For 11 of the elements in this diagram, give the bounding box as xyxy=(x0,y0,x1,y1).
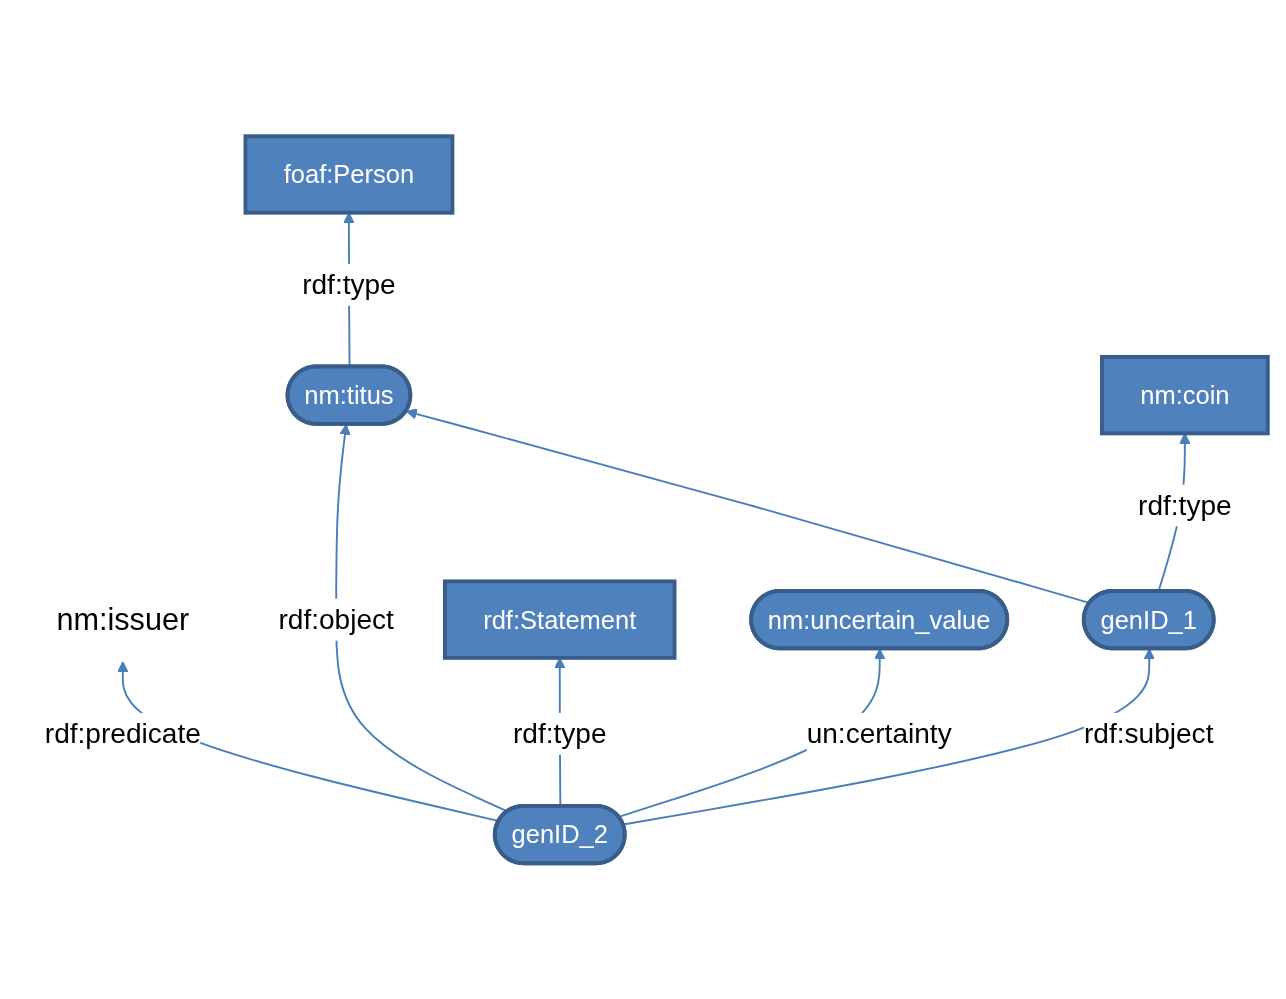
edge-label: un:certainty xyxy=(806,717,952,750)
edge-label: rdf:subject xyxy=(1083,717,1214,750)
edge-label: rdf:type xyxy=(1138,489,1232,522)
edge-label: rdf:type xyxy=(512,717,607,750)
node-text: nm:issuer xyxy=(56,601,190,636)
node-box: rdf:Statement xyxy=(443,579,677,660)
edge-label: rdf:predicate xyxy=(44,717,201,750)
node-box: nm:coin xyxy=(1100,354,1270,436)
edge-label: rdf:object xyxy=(278,603,394,636)
node-box: foaf:Person xyxy=(243,134,455,215)
edge-label: rdf:type xyxy=(302,268,396,301)
